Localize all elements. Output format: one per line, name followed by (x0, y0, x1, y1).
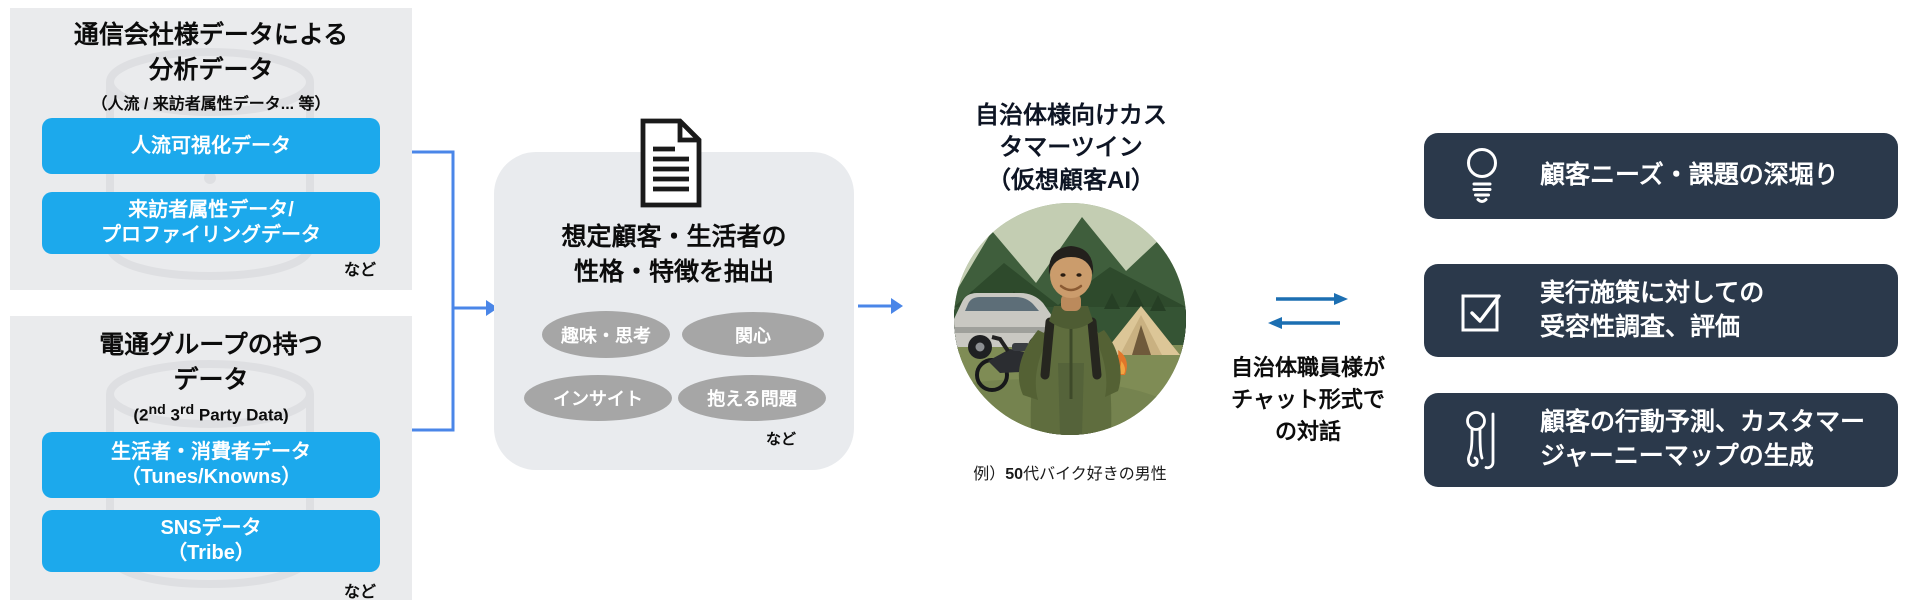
output-card-survey: 実行施策に対しての 受容性調査、評価 (1424, 264, 1898, 357)
chat-description: 自治体職員様が チャット形式で の対話 (1230, 355, 1385, 444)
data-chip-sns: SNSデータ （Tribe） (42, 510, 380, 572)
output-label: 顧客ニーズ・課題の深堀り (1540, 161, 1839, 190)
panel-subtitle: （人流 / 来訪者属性データ... 等） (91, 96, 331, 113)
persona-caption: 例）50代バイク好きの男性 (973, 466, 1167, 483)
data-chip-visitor-profile: 来訪者属性データ/ プロファイリングデータ (42, 192, 380, 254)
panel-title: 電通グループの持つ データ (99, 331, 323, 394)
extraction-panel: 想定顧客・生活者の 性格・特徴を抽出 趣味・思考 関心 インサイト 抱える問題 … (494, 152, 854, 470)
source-panel-telecom: 通信会社様データによる 分析データ （人流 / 来訪者属性データ... 等） 人… (10, 8, 412, 290)
document-icon (640, 118, 702, 208)
extraction-title: 想定顧客・生活者の 性格・特徴を抽出 (561, 223, 787, 286)
etc-label: など (343, 262, 376, 279)
data-chip-people-flow: 人流可視化データ (42, 118, 380, 174)
panel-subtitle: (2nd 3rd Party Data) (133, 402, 289, 425)
attribute-pill-insight: インサイト (524, 375, 672, 421)
persona-photo (954, 203, 1186, 435)
panel-title: 通信会社様データによる 分析データ (73, 21, 349, 84)
etc-label: など (343, 584, 376, 601)
persona-title: 自治体様向けカス タマーツイン （仮想顧客AI） (975, 102, 1167, 194)
output-card-needs: 顧客ニーズ・課題の深堀り (1424, 133, 1898, 219)
attribute-pill-interest: 関心 (682, 312, 824, 357)
output-card-journey: 顧客の行動予測、カスタマー ジャーニーマップの生成 (1424, 393, 1898, 487)
camping-man-illustration (954, 203, 1186, 435)
output-label: 実行施策に対しての 受容性調査、評価 (1540, 278, 1765, 341)
journey-route-icon (1450, 410, 1514, 470)
source-panel-dentsu: 電通グループの持つ データ (2nd 3rd Party Data) 生活者・消… (10, 316, 412, 601)
lightbulb-icon (1450, 146, 1514, 206)
attribute-pill-hobby: 趣味・思考 (542, 311, 670, 358)
data-chip-consumer: 生活者・消費者データ （Tunes/Knowns） (42, 432, 380, 498)
checkbox-icon (1450, 288, 1514, 334)
database-icon (106, 48, 314, 281)
attribute-pill-problem: 抱える問題 (678, 375, 826, 421)
output-label: 顧客の行動予測、カスタマー ジャーニーマップの生成 (1540, 408, 1866, 470)
bidirectional-arrows-icon (1268, 293, 1348, 329)
etc-label: など (765, 431, 796, 448)
